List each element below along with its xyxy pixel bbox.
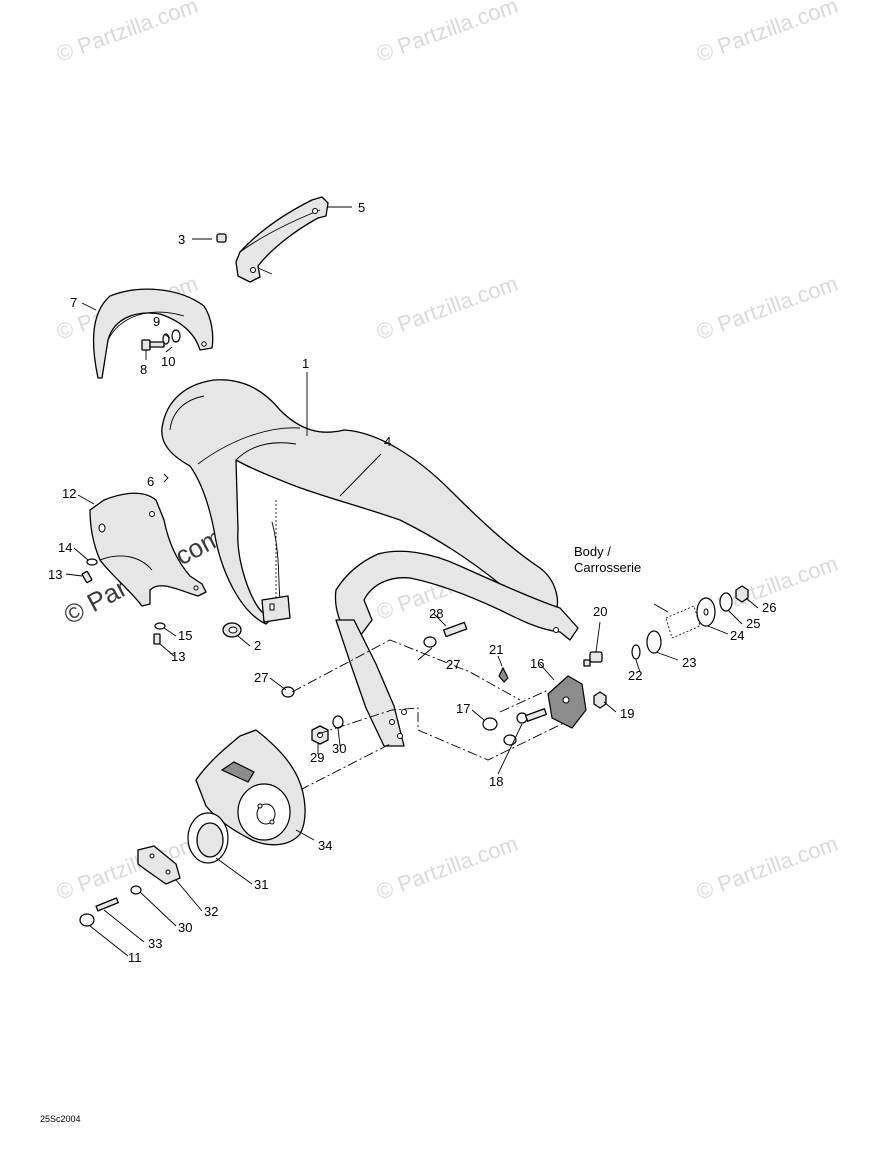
- callout-18: 18: [489, 774, 503, 789]
- washer-part-14: [86, 558, 98, 566]
- callout-27-right: 27: [446, 657, 460, 672]
- watermark: © Partzilla.com: [693, 831, 841, 905]
- clip-part-6: [163, 473, 169, 483]
- callout-32: 32: [204, 904, 218, 919]
- nut-part-29: [311, 725, 329, 745]
- seat-frame-rail: [334, 550, 579, 747]
- bumper-part-2: [222, 622, 242, 638]
- callout-26: 26: [762, 600, 776, 615]
- callout-13-upper: 13: [48, 567, 62, 582]
- callout-15: 15: [178, 628, 192, 643]
- callout-19: 19: [620, 706, 634, 721]
- callout-30-lower: 30: [178, 920, 192, 935]
- side-bracket-part-12: [89, 492, 207, 607]
- watermark: © Partzilla.com: [373, 831, 521, 905]
- callout-16: 16: [530, 656, 544, 671]
- callout-10: 10: [161, 354, 175, 369]
- callout-12: 12: [62, 486, 76, 501]
- callout-34: 34: [318, 838, 332, 853]
- washer-part-9: [171, 329, 181, 343]
- callout-1: 1: [302, 356, 309, 371]
- watermark: © Partzilla.com: [373, 271, 521, 345]
- washer-part-24: [696, 597, 716, 627]
- callout-11: 11: [128, 950, 142, 965]
- assembly-centerlines: [291, 639, 571, 791]
- callout-4: 4: [384, 434, 391, 449]
- callout-3: 3: [178, 232, 185, 247]
- callout-17: 17: [456, 701, 470, 716]
- callout-31: 31: [254, 877, 268, 892]
- ring-part-31: [187, 812, 229, 864]
- watermark: © Partzilla.com: [373, 0, 521, 67]
- screw-part-33: [95, 897, 119, 912]
- rear-grab-rail-part-7: [92, 288, 214, 379]
- shroud-part-34: [195, 729, 306, 846]
- washer-part-27-right: [423, 636, 437, 648]
- grab-handle-part-5: [235, 196, 329, 283]
- bolt-part-18: [516, 708, 548, 724]
- watermark: © Partzilla.com: [693, 0, 841, 67]
- callout-25: 25: [746, 616, 760, 631]
- plate-part-16: [547, 675, 587, 729]
- callout-5: 5: [358, 200, 365, 215]
- cap-part-11: [79, 913, 95, 927]
- watermark: © Partzilla.com: [53, 0, 201, 67]
- screw-part-13-upper: [81, 570, 93, 584]
- callout-6: 6: [147, 474, 154, 489]
- watermark: © Partzilla.com: [693, 271, 841, 345]
- leader-lines: [65, 206, 759, 957]
- callout-22: 22: [628, 668, 642, 683]
- watermark: © Partzilla.com: [53, 831, 201, 905]
- washer-part-30-lower: [130, 885, 142, 895]
- body-reference-label-line1: Body /: [574, 544, 611, 559]
- screw-part-3: [216, 233, 227, 243]
- seat-assembly-part-1: [161, 379, 559, 625]
- callout-27-left: 27: [254, 670, 268, 685]
- callout-13-lower: 13: [171, 649, 185, 664]
- callout-24: 24: [730, 628, 744, 643]
- nut-part-19: [593, 691, 607, 709]
- bolt-part-20: [583, 651, 603, 667]
- body-reference-label-line2: Carrosserie: [574, 560, 641, 575]
- washer-part-25: [719, 592, 733, 612]
- callout-labels: 1 2 3 4 5 6 7 8 9 10 11 12 13 13 14 15 1…: [48, 200, 776, 965]
- seat-latch-bracket: [261, 595, 291, 623]
- callout-29: 29: [310, 750, 324, 765]
- callout-9: 9: [153, 314, 160, 329]
- callout-8: 8: [140, 362, 147, 377]
- nut-part-26: [735, 585, 749, 603]
- washer-part-22: [631, 644, 641, 660]
- screw-part-13-lower: [153, 633, 161, 645]
- callout-20: 20: [593, 604, 607, 619]
- body-panel-reference: [665, 605, 701, 639]
- callout-30-upper: 30: [332, 741, 346, 756]
- drawing-code: 25Sc2004: [40, 1114, 81, 1124]
- callout-2: 2: [254, 638, 261, 653]
- callout-28: 28: [429, 606, 443, 621]
- callout-23: 23: [682, 655, 696, 670]
- insert-part-21: [498, 666, 509, 683]
- callout-21: 21: [489, 642, 503, 657]
- bracket-part-32: [137, 845, 181, 885]
- callout-7: 7: [70, 295, 77, 310]
- washer-part-23: [646, 630, 662, 654]
- bolt-part-8: [141, 339, 165, 351]
- bolt-part-28: [442, 621, 468, 638]
- callout-14: 14: [58, 540, 72, 555]
- callout-33: 33: [148, 936, 162, 951]
- cap-part-17: [482, 717, 498, 731]
- washer-part-15: [154, 622, 166, 630]
